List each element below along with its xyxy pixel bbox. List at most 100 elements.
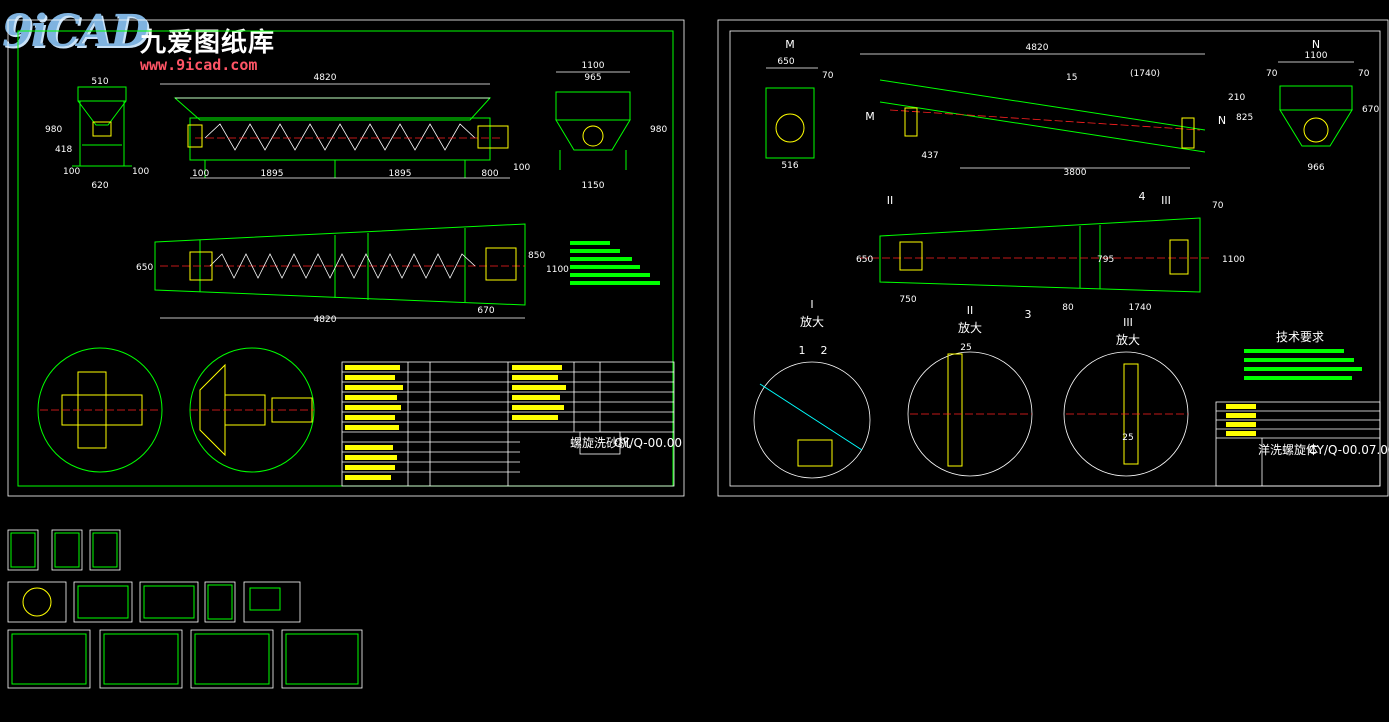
parts-list-sheet-1: 螺旋洗砂机 CY/Q-00.00 (341, 361, 682, 487)
dim-1740p: (1740) (1130, 69, 1160, 79)
dim-825: 825 (1236, 113, 1253, 123)
dim-670: 670 (1362, 105, 1379, 115)
front-elevation: 4820 100 1895 1895 800 100 (160, 73, 530, 179)
thumbnail-12 (281, 629, 363, 689)
view-m-label: M (785, 38, 795, 51)
dim-965: 965 (584, 73, 601, 83)
dim-966: 966 (1307, 163, 1324, 173)
thumbnail-9 (7, 629, 91, 689)
dim-100a: 100 (63, 167, 80, 177)
detail-i: I 放大 1 2 (753, 298, 871, 479)
parts-list-sheet-2: 洋洗螺旋体 CY/Q-00.07.00 (1215, 401, 1389, 487)
callout-3: 3 (1025, 308, 1032, 321)
detail-ii-label: II (967, 304, 974, 317)
dim-4820-top: 4820 (314, 73, 337, 83)
thumbnail-8 (243, 581, 301, 623)
thumbnail-4 (7, 581, 67, 623)
dim-1100: 1100 (1305, 51, 1328, 61)
callout-4: 4 (1139, 190, 1146, 203)
legend-bars (570, 241, 660, 285)
view-m-marker: M (865, 110, 875, 123)
dim-70d: 70 (1212, 201, 1224, 211)
section-n: N 1100 70 70 670 966 (1266, 38, 1379, 173)
callout-2: 2 (821, 344, 828, 357)
thumbnail-sheets (7, 529, 363, 689)
dim-1740: 1740 (1129, 303, 1152, 313)
dim-650: 650 (136, 263, 153, 273)
end-view: 1100 965 980 1150 (555, 61, 667, 191)
watermark-url: www.9icad.com (140, 56, 258, 74)
dim-980: 980 (45, 125, 62, 135)
dim-210: 210 (1228, 93, 1245, 103)
dim-1895a: 1895 (261, 169, 284, 179)
inclined-elevation: 4820 (1740) 15 M N 210 825 437 3800 (860, 43, 1253, 178)
view-n-label: N (1312, 38, 1320, 51)
side-view: 510 980 418 100 620 100 (45, 77, 149, 191)
dim-80: 80 (1062, 303, 1074, 313)
plan-view: 4820 650 850 1100 670 (136, 223, 660, 325)
dim-25a: 25 (960, 343, 971, 353)
dim-4820-bottom: 4820 (314, 315, 337, 325)
dim-70b: 70 (1266, 69, 1278, 79)
dim-70a: 70 (822, 71, 834, 81)
dim-100b: 100 (132, 167, 149, 177)
thumbnail-7 (204, 581, 236, 623)
detail-ii: II 放大 25 (907, 304, 1033, 477)
sheet-2-title: 洋洗螺旋体 (1258, 442, 1318, 457)
dim-650: 650 (777, 57, 794, 67)
dim-437: 437 (921, 151, 938, 161)
dim-100c: 100 (192, 169, 209, 179)
detail-circle-right (189, 347, 315, 473)
thumbnail-3 (89, 529, 121, 571)
dim-1100a: 1100 (582, 61, 605, 71)
detail-i-enlarge: 放大 (800, 314, 824, 329)
sheet-1: 510 980 418 100 620 100 4820 100 1895 18… (7, 19, 685, 497)
roman-iii-marker: III (1161, 194, 1171, 207)
detail-i-label: I (810, 298, 813, 311)
thumbnail-2 (51, 529, 83, 571)
dim-1895b: 1895 (389, 169, 412, 179)
sheet-2-frame (729, 30, 1381, 487)
dim-670: 670 (477, 306, 494, 316)
view-n-marker: N (1218, 114, 1226, 127)
dim-4820: 4820 (1026, 43, 1049, 53)
section-m: M 650 70 516 (765, 38, 834, 171)
dim-800: 800 (481, 169, 498, 179)
dim-70c: 70 (1358, 69, 1370, 79)
dim-850: 850 (528, 251, 545, 261)
dim-3800: 3800 (1064, 168, 1087, 178)
thumbnail-11 (190, 629, 274, 689)
detail-iii-label: III (1123, 316, 1133, 329)
dim-1100b: 1100 (1222, 255, 1245, 265)
dim-516: 516 (781, 161, 798, 171)
thumbnail-1 (7, 529, 39, 571)
dim-750: 750 (899, 295, 916, 305)
dim-650b: 650 (856, 255, 873, 265)
sheet-2: M 650 70 516 4820 (1740) 15 M N 210 825 … (717, 19, 1389, 497)
sheet-2-drawing-no: CY/Q-00.07.00 (1308, 443, 1389, 457)
detail-iii: III 放大 25 (1063, 316, 1189, 477)
dim-100d: 100 (513, 163, 530, 173)
watermark-name: 九爱图纸库 (140, 28, 276, 58)
dim-620: 620 (91, 181, 108, 191)
dim-1100: 1100 (546, 265, 569, 275)
detail-circle-left (37, 347, 163, 473)
sheet-2-border (717, 19, 1389, 497)
dim-25b: 25 (1122, 433, 1133, 443)
dim-980b: 980 (650, 125, 667, 135)
callout-1: 1 (799, 344, 806, 357)
thumbnail-6 (139, 581, 199, 623)
thumbnail-5 (73, 581, 133, 623)
tech-requirements-title: 技术要求 (1276, 330, 1324, 344)
sheet-1-drawing-no: CY/Q-00.00 (614, 436, 682, 450)
plan-view-sheet-2: 650 750 795 80 1740 1100 70 4 3 II III (856, 190, 1245, 321)
dim-418: 418 (55, 145, 72, 155)
roman-ii-marker: II (887, 194, 894, 207)
dim-15: 15 (1066, 73, 1077, 83)
sheet-1-title: 螺旋洗砂机 (570, 436, 630, 450)
tech-requirements: 技术要求 (1244, 330, 1362, 380)
detail-ii-enlarge: 放大 (958, 320, 982, 335)
dim-510: 510 (91, 77, 108, 87)
detail-iii-enlarge: 放大 (1116, 332, 1140, 347)
